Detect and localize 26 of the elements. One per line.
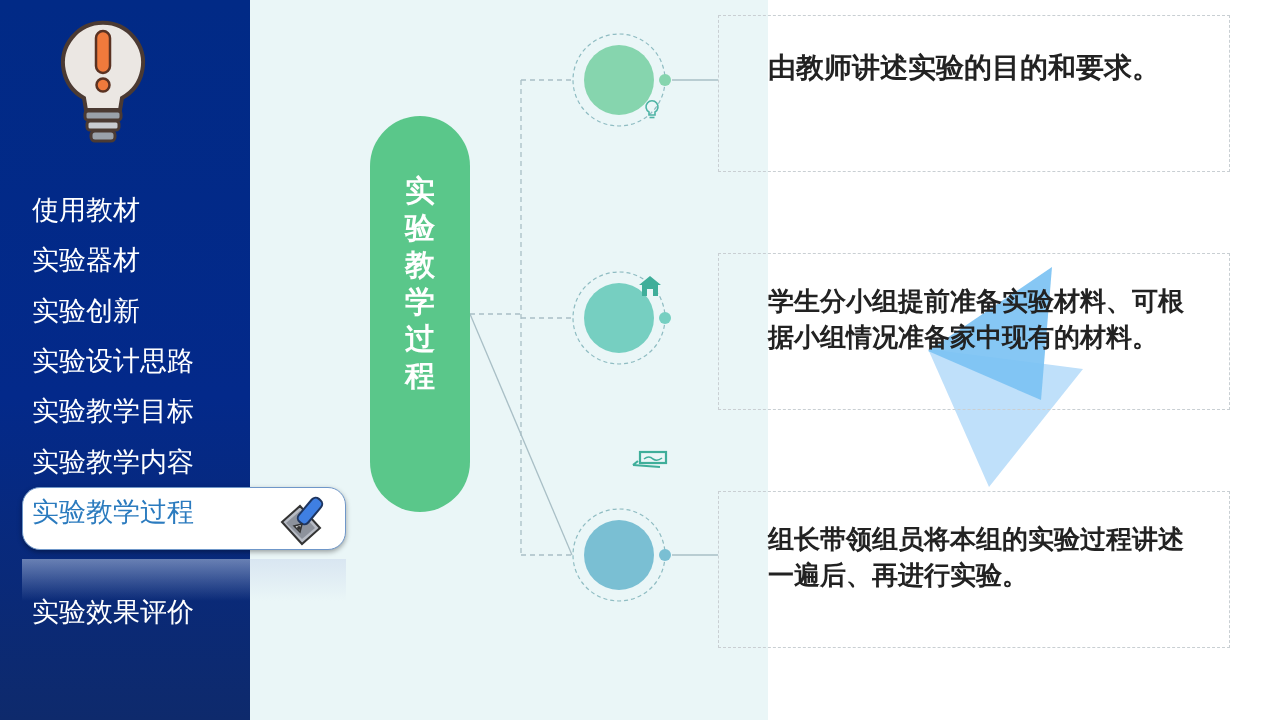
connector-line xyxy=(520,317,573,319)
connector-line xyxy=(520,554,573,556)
menu-item: 实验设计思路 xyxy=(32,344,194,378)
step-circle xyxy=(572,33,672,127)
connector-line xyxy=(671,554,719,556)
connector-line xyxy=(469,79,522,556)
step-circle xyxy=(572,271,672,365)
dashed-text-box xyxy=(718,253,1230,410)
menu-item: 实验教学过程 xyxy=(32,495,194,529)
connector-line xyxy=(469,313,573,556)
step-text: 由教师讲述实验的目的和要求。 xyxy=(768,50,1161,86)
connector-line xyxy=(671,79,719,81)
pill-label: 实验教学过程 xyxy=(404,172,436,394)
sidebar-panel xyxy=(0,0,250,720)
selected-menu-tab xyxy=(22,487,346,550)
connector-line xyxy=(520,79,573,81)
dashed-text-box xyxy=(718,15,1230,172)
menu-item: 实验教学目标 xyxy=(32,394,194,428)
dashed-text-box xyxy=(718,491,1230,648)
menu-item: 使用教材 xyxy=(32,193,140,227)
menu-item: 实验器材 xyxy=(32,243,140,277)
menu-item: 实验效果评价 xyxy=(32,595,194,629)
step-text: 组长带领组员将本组的实验过程讲述一遍后、再进行实验。 xyxy=(768,523,1185,592)
menu-item: 实验创新 xyxy=(32,294,140,328)
menu-item: 实验教学内容 xyxy=(32,445,194,479)
step-circle xyxy=(572,508,672,602)
